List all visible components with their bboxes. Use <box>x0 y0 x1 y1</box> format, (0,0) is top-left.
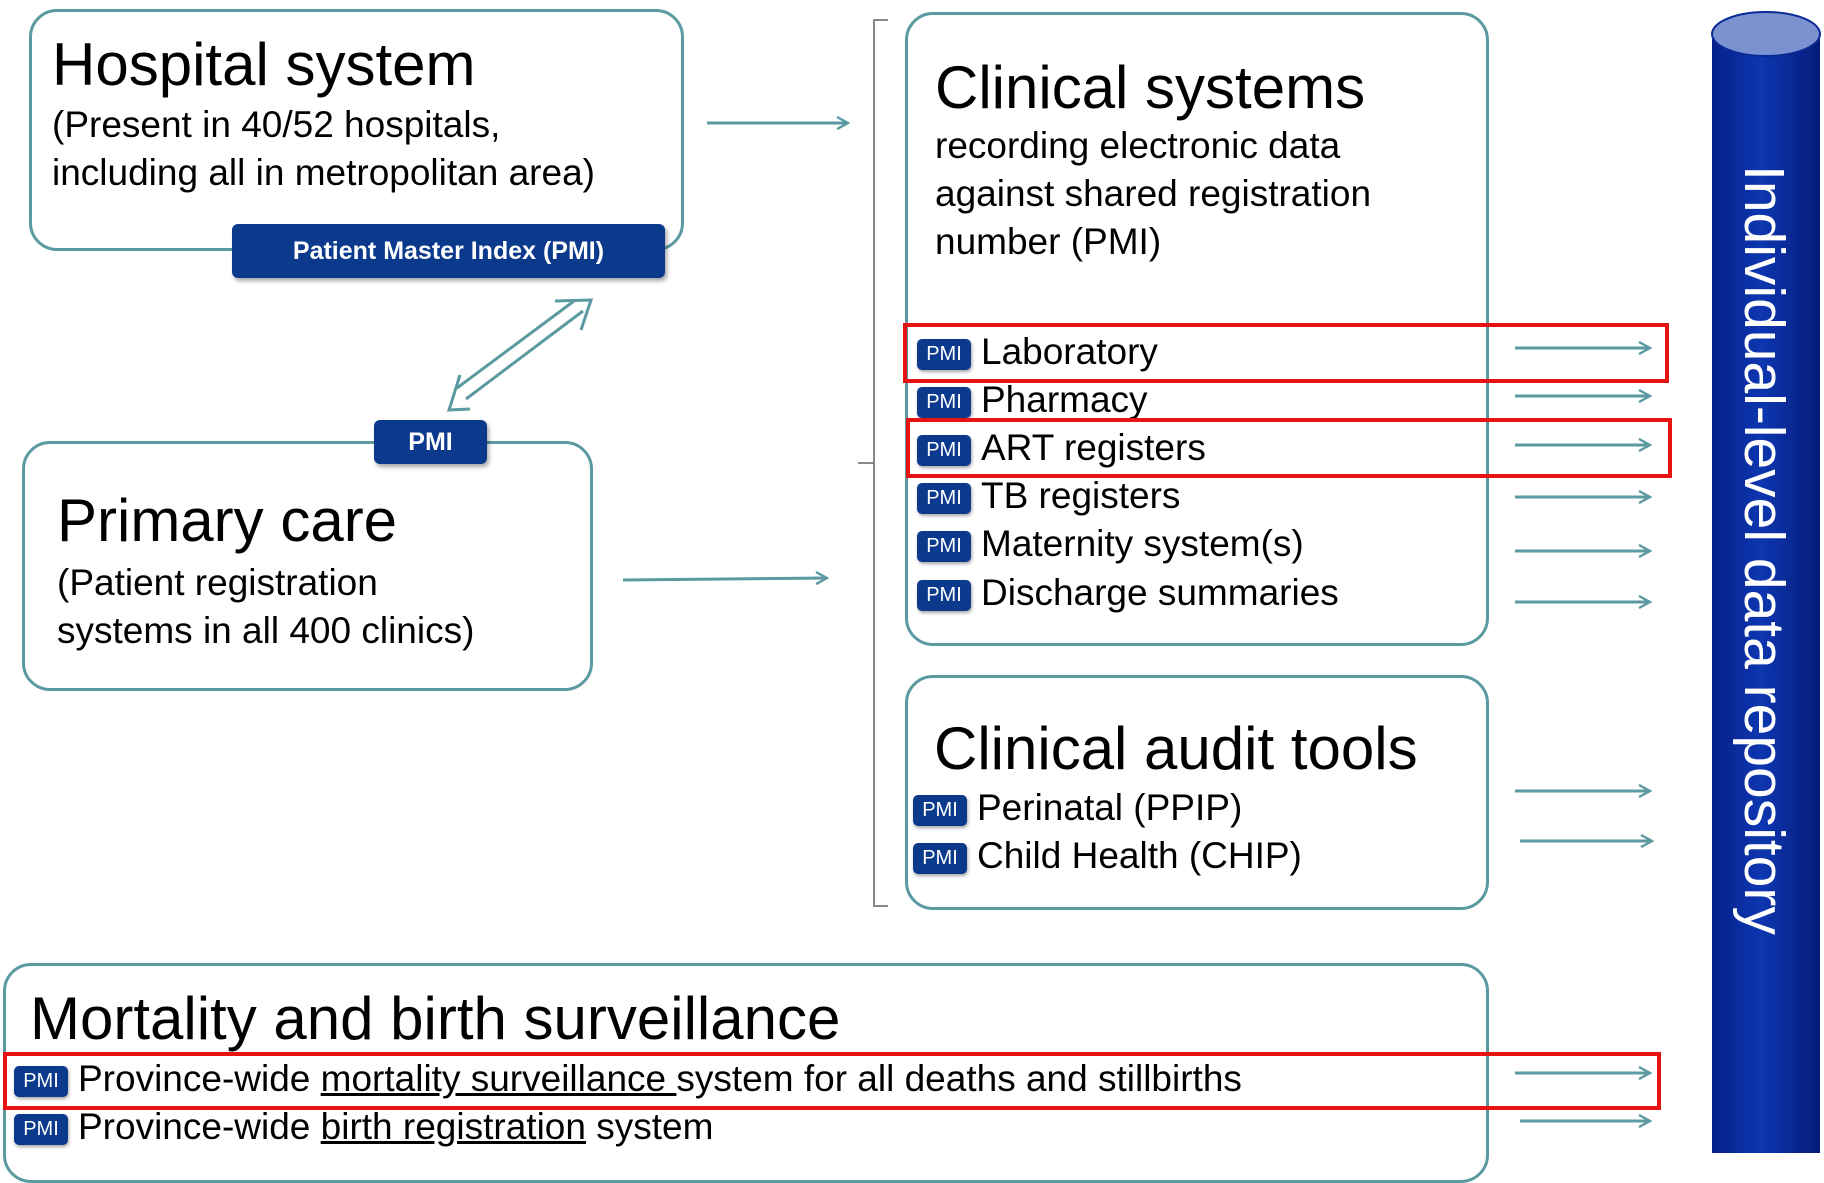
clinical-item-laboratory: PMI Laboratory <box>917 328 1158 376</box>
clinical-item-label: ART registers <box>981 427 1206 468</box>
grouping-bracket <box>858 19 888 907</box>
pmi-badge: PMI <box>913 794 967 826</box>
primary-care-line2: systems in all 400 clinics) <box>57 610 475 651</box>
clinical-item-discharge: PMI Discharge summaries <box>917 569 1339 617</box>
mortality-row-births-pre: Province-wide <box>78 1106 321 1147</box>
primary-care-title: Primary care <box>57 487 398 554</box>
clinical-systems-desc3: number (PMI) <box>935 221 1162 262</box>
highlight-art-registers <box>906 418 1672 478</box>
audit-item-label: Child Health (CHIP) <box>977 835 1302 876</box>
pmi-badge: PMI <box>917 434 971 466</box>
highlight-laboratory <box>903 323 1669 383</box>
pmi-badge: PMI <box>14 1113 68 1145</box>
mortality-row-births: PMI Province-wide birth registration syst… <box>14 1103 713 1151</box>
clinical-item-label: Discharge summaries <box>981 572 1339 613</box>
mortality-row-deaths-post: system for all deaths and stillbirths <box>676 1058 1242 1099</box>
pmi-badge: PMI <box>917 338 971 370</box>
hospital-system-line1: (Present in 40/52 hospitals, <box>52 104 501 145</box>
pmi-badge: PMI <box>917 579 971 611</box>
clinical-audit-box: Clinical audit tools <box>905 675 1489 910</box>
diagram-overlay: Individual-level data repository <box>446 11 1821 1153</box>
clinical-systems-desc1: recording electronic data <box>935 125 1341 166</box>
arrow-primary-to-clinical <box>622 578 827 580</box>
mortality-row-deaths-pre: Province-wide <box>78 1058 321 1099</box>
mortality-title: Mortality and birth surveillance <box>30 985 841 1052</box>
clinical-systems-box: Clinical systems recording electronic da… <box>905 12 1489 646</box>
patient-master-index-tag: Patient Master Index (PMI) <box>232 224 665 278</box>
pmi-badge: PMI <box>917 386 971 418</box>
clinical-item-label: Pharmacy <box>981 379 1148 420</box>
clinical-systems-desc2: against shared registration <box>935 173 1372 214</box>
mortality-row-births-post: system <box>585 1106 714 1147</box>
pmi-badge: PMI <box>14 1065 68 1097</box>
clinical-item-label: Maternity system(s) <box>981 523 1304 564</box>
primary-care-pmi-tag: PMI <box>374 420 487 464</box>
hospital-system-line2: including all in metropolitan area) <box>52 152 595 193</box>
clinical-item-tb-registers: PMI TB registers <box>917 472 1180 520</box>
clinical-audit-title: Clinical audit tools <box>934 715 1418 782</box>
hospital-system-box: Hospital system (Present in 40/52 hospit… <box>29 9 684 251</box>
clinical-item-label: TB registers <box>981 475 1181 516</box>
clinical-item-maternity: PMI Maternity system(s) <box>917 520 1304 568</box>
primary-care-line1: (Patient registration <box>57 562 378 603</box>
repository-arrows <box>1515 348 1652 1121</box>
clinical-item-label: Laboratory <box>981 331 1158 372</box>
audit-item-perinatal: PMI Perinatal (PPIP) <box>913 784 1242 832</box>
audit-item-child-health: PMI Child Health (CHIP) <box>913 832 1302 880</box>
hospital-system-title: Hospital system <box>52 31 476 98</box>
mortality-box: Mortality and birth surveillance <box>3 963 1489 1183</box>
pmi-badge: PMI <box>917 482 971 514</box>
audit-item-label: Perinatal (PPIP) <box>977 787 1243 828</box>
pmi-badge: PMI <box>917 530 971 562</box>
mortality-row-births-underlined: birth registration <box>320 1106 586 1147</box>
mortality-row-deaths-underlined: mortality surveillance <box>320 1058 677 1099</box>
primary-care-box: Primary care (Patient registration syste… <box>22 441 593 691</box>
repository-cylinder <box>1711 11 1821 1153</box>
clinical-systems-title: Clinical systems <box>935 54 1366 121</box>
pmi-badge: PMI <box>913 842 967 874</box>
clinical-item-art-registers: PMI ART registers <box>917 424 1206 472</box>
repository-label: Individual-level data repository <box>1732 165 1796 935</box>
bidirectional-arrow-hospital-primary <box>446 298 594 412</box>
highlight-mortality-surveillance <box>3 1052 1661 1110</box>
clinical-item-pharmacy: PMI Pharmacy <box>917 376 1148 424</box>
